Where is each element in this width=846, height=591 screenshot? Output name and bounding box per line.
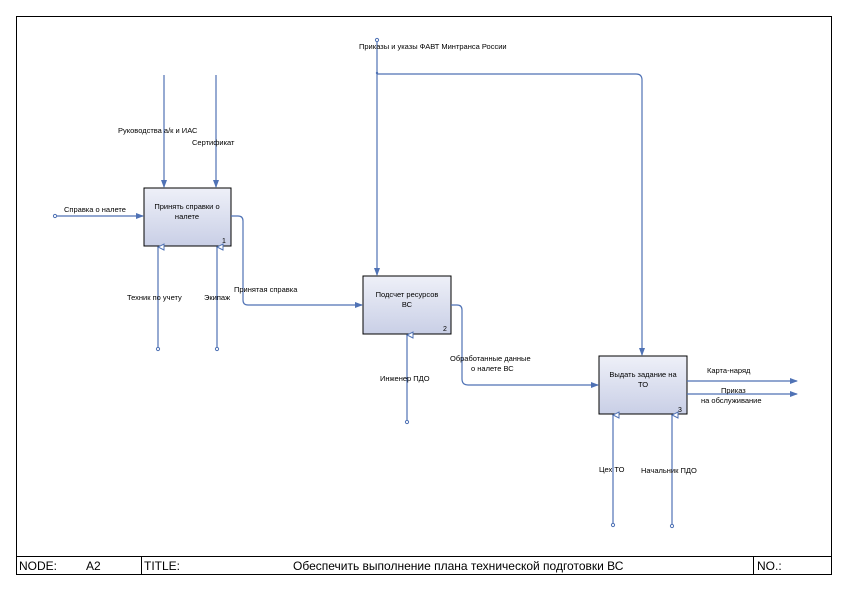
title-block: NODE: A2 TITLE: Обеспечить выполнение пл… bbox=[16, 556, 831, 575]
arrow-flow-obrabotannye[interactable] bbox=[451, 304, 599, 388]
label-mech-ceh: Цех ТО bbox=[599, 465, 625, 474]
label-mech-inzhener: Инженер ПДО bbox=[380, 374, 430, 383]
label-flow-obrabotannye-line-2: о налете ВС bbox=[471, 364, 514, 373]
label-output-prikaz-line-1: Приказ bbox=[721, 386, 746, 395]
activity-box-2-label-line-1: Подсчет ресурсов bbox=[376, 290, 439, 299]
label-output-karta: Карта-наряд bbox=[707, 366, 751, 375]
arrow-control-prikazy-origin bbox=[374, 37, 380, 43]
node-label: NODE: bbox=[19, 559, 58, 573]
arrow-control-prikazy-box3[interactable] bbox=[377, 73, 645, 356]
label-control-prikazy: Приказы и указы ФАВТ Минтранса России bbox=[359, 42, 507, 51]
label-mech-nachalnik: Начальник ПДО bbox=[641, 466, 697, 475]
activity-box-1-number: 1 bbox=[222, 238, 226, 245]
activity-box-1-label-line-2: налете bbox=[175, 212, 199, 221]
activity-box-3-label-line-1: Выдать задание на bbox=[609, 370, 677, 379]
arrow-mech-ekipazh-origin bbox=[214, 346, 220, 352]
title-label: TITLE: bbox=[144, 559, 181, 573]
arrow-mech-nachalnik-origin bbox=[669, 523, 675, 529]
label-control-rukovodstva: Руководства а/к и ИАС bbox=[118, 126, 198, 135]
arrow-mech-ceh-origin bbox=[610, 522, 616, 528]
node-value: A2 bbox=[86, 559, 101, 573]
diagram-frame bbox=[16, 16, 832, 575]
activity-box-3-label-line-2: ТО bbox=[638, 380, 648, 389]
label-flow-obrabotannye-line-1: Обработанные данные bbox=[450, 354, 531, 363]
activity-box-1-rect bbox=[143, 187, 232, 247]
activity-box-1[interactable]: Принять справки о налете 1 bbox=[143, 187, 232, 247]
title-block-divider bbox=[753, 557, 754, 575]
activity-box-2-label-line-2: ВС bbox=[402, 300, 413, 309]
label-control-sertifikat: Сертификат bbox=[192, 138, 235, 147]
number-label: NO.: bbox=[757, 559, 782, 573]
diagram-title: Обеспечить выполнение плана технической … bbox=[293, 559, 624, 573]
activity-box-3-number: 3 bbox=[678, 407, 682, 414]
activity-box-1-label-line-1: Принять справки о bbox=[154, 202, 219, 211]
title-block-divider bbox=[141, 557, 142, 575]
activity-box-2-number: 2 bbox=[443, 326, 447, 333]
activity-box-2[interactable]: Подсчет ресурсов ВС 2 bbox=[362, 275, 452, 335]
label-mech-ekipazh: Экипаж bbox=[204, 293, 230, 302]
label-input-spravka: Справка о налете bbox=[64, 205, 126, 214]
arrow-input-spravka-origin bbox=[52, 213, 58, 219]
activity-box-3-rect bbox=[598, 355, 688, 415]
label-mech-tehnik: Техник по учету bbox=[127, 293, 182, 302]
arrow-mech-inzhener-origin bbox=[404, 419, 410, 425]
activity-box-2-rect bbox=[362, 275, 452, 335]
label-output-prikaz-line-2: на обслуживание bbox=[701, 396, 762, 405]
activity-box-3[interactable]: Выдать задание на ТО 3 bbox=[598, 355, 688, 415]
arrow-flow-prinyataya[interactable] bbox=[231, 215, 363, 308]
arrow-mech-tehnik-origin bbox=[155, 346, 161, 352]
label-flow-prinyataya: Принятая справка bbox=[234, 285, 298, 294]
